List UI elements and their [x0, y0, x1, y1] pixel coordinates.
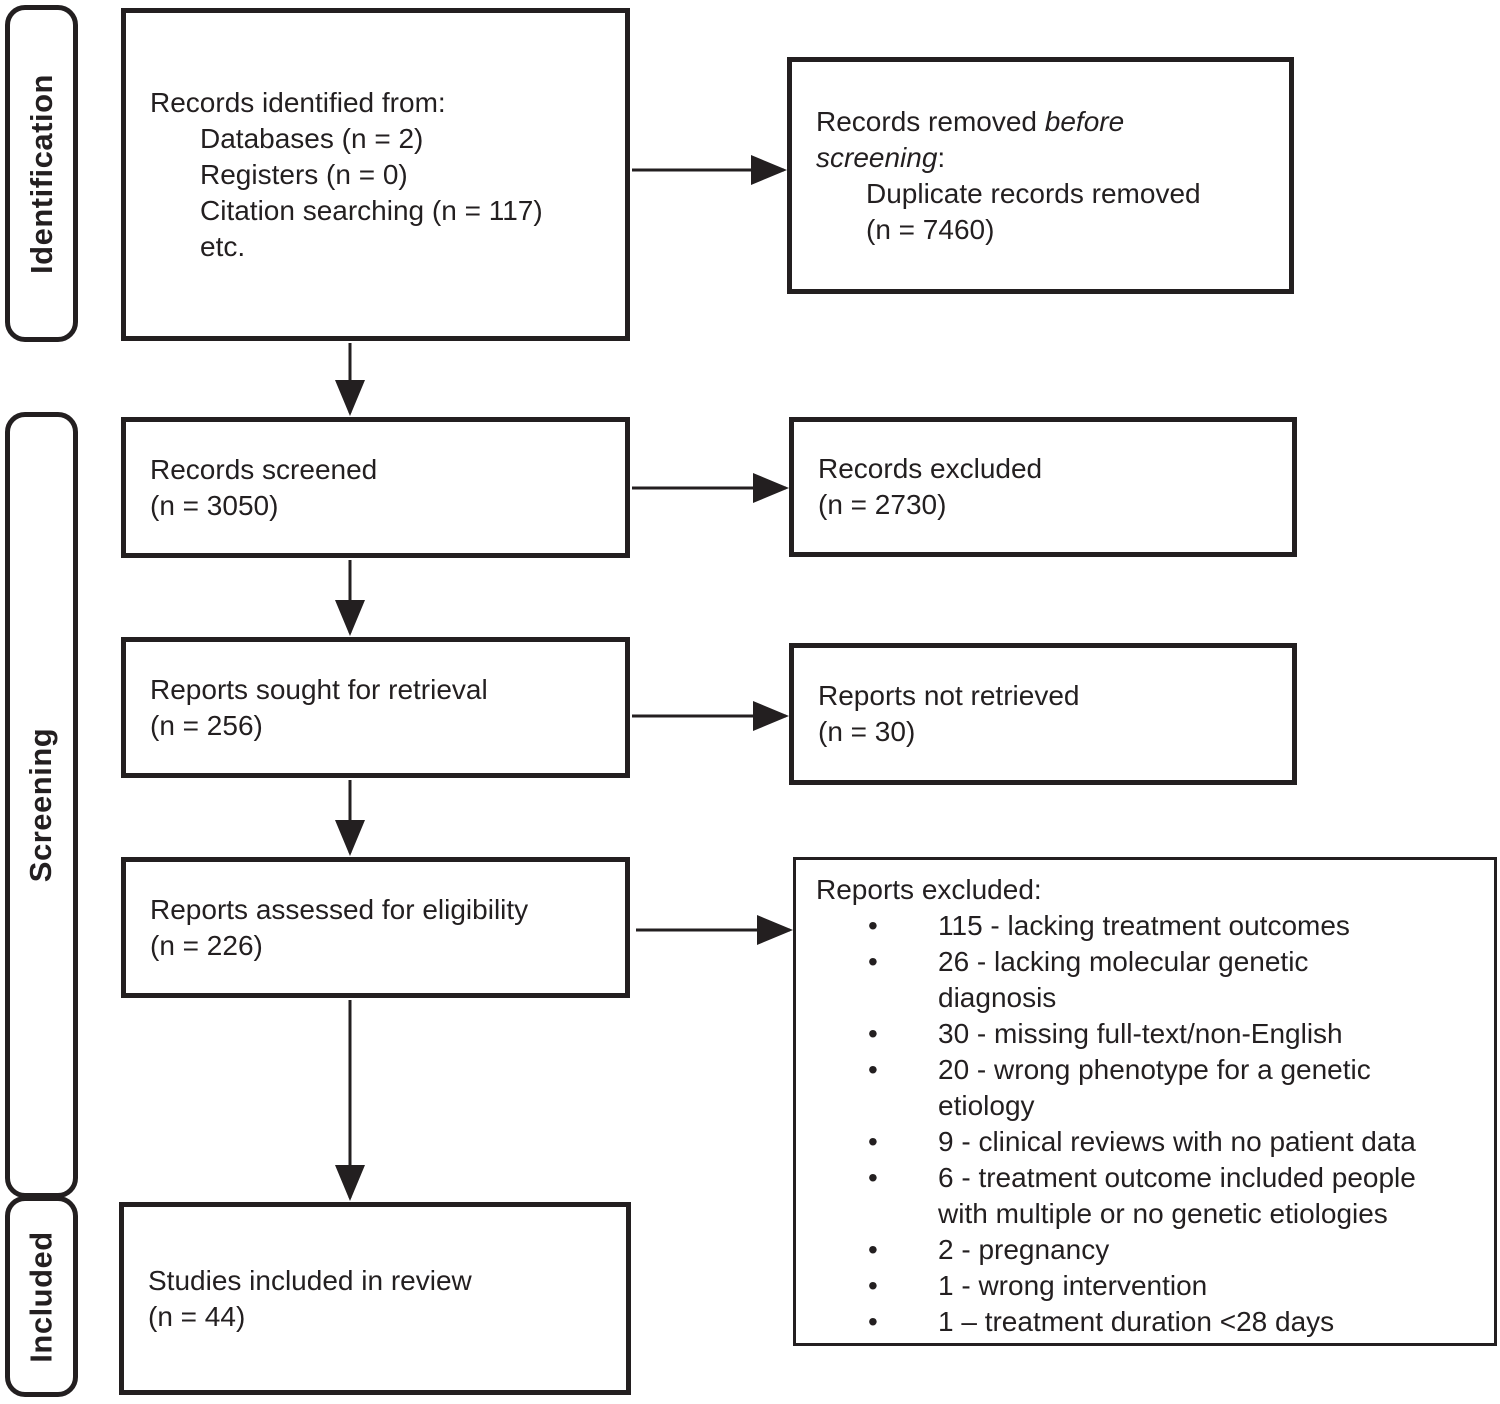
records-removed-colon: : [937, 141, 946, 173]
studies-included-text: Studies included in review (n = 44) [148, 1264, 472, 1332]
stage-included-label: Included [23, 1230, 59, 1363]
excluded-reason: 1 - wrong intervention [816, 1268, 1482, 1304]
excluded-reason: 30 - missing full-text/non-English [816, 1016, 1482, 1052]
excluded-reason: 115 - lacking treatment outcomes [816, 908, 1482, 944]
excluded-reason: 26 - lacking molecular genetic diagnosis [816, 944, 1482, 1016]
box-reports-not-retrieved: Reports not retrieved (n = 30) [789, 643, 1297, 785]
records-excluded-text: Records excluded (n = 2730) [818, 453, 1043, 520]
box-records-screened: Records screened (n = 3050) [121, 417, 630, 558]
stage-identification-label: Identification [23, 73, 59, 274]
stage-included: Included [5, 1196, 78, 1397]
excluded-reason: 2 - pregnancy [816, 1232, 1482, 1268]
records-removed-title-line2: screening: [816, 140, 1275, 176]
records-removed-title-line1: Records removed before [816, 104, 1275, 140]
box-records-identified: Records identified from: Databases (n = … [121, 8, 630, 341]
box-records-excluded: Records excluded (n = 2730) [789, 417, 1297, 557]
records-screened-text: Records screened (n = 3050) [150, 453, 378, 521]
reports-assessed-text: Reports assessed for eligibility (n = 22… [150, 893, 529, 961]
box-reports-assessed: Reports assessed for eligibility (n = 22… [121, 857, 630, 998]
records-removed-italic-screening: screening [816, 141, 938, 173]
reports-not-retrieved-text: Reports not retrieved (n = 30) [818, 680, 1080, 747]
box-reports-sought: Reports sought for retrieval (n = 256) [121, 637, 630, 778]
records-identified-title: Records identified from: [150, 86, 446, 118]
box-reports-excluded: Reports excluded: 115 - lacking treatmen… [793, 857, 1497, 1346]
excluded-reason: 1 – treatment duration <28 days [816, 1304, 1482, 1340]
stage-screening: Screening [5, 412, 78, 1198]
reports-excluded-list: 115 - lacking treatment outcomes 26 - la… [816, 908, 1482, 1340]
box-studies-included: Studies included in review (n = 44) [119, 1202, 631, 1395]
records-removed-details: Duplicate records removed (n = 7460) [866, 177, 1201, 245]
records-identified-sources: Databases (n = 2) Registers (n = 0) Cita… [200, 122, 543, 262]
excluded-reason: 9 - clinical reviews with no patient dat… [816, 1124, 1482, 1160]
reports-sought-text: Reports sought for retrieval (n = 256) [150, 673, 488, 741]
records-removed-italic-before: before [1044, 105, 1125, 137]
excluded-reason: 20 - wrong phenotype for a genetic etiol… [816, 1052, 1482, 1124]
reports-excluded-title: Reports excluded: [816, 874, 1042, 905]
records-removed-normal-text: Records removed [816, 105, 1045, 137]
excluded-reason: 6 - treatment outcome included people wi… [816, 1160, 1482, 1232]
stage-identification: Identification [5, 5, 78, 342]
box-records-removed: Records removed before screening: Duplic… [787, 57, 1294, 294]
stage-screening-label: Screening [23, 727, 59, 883]
